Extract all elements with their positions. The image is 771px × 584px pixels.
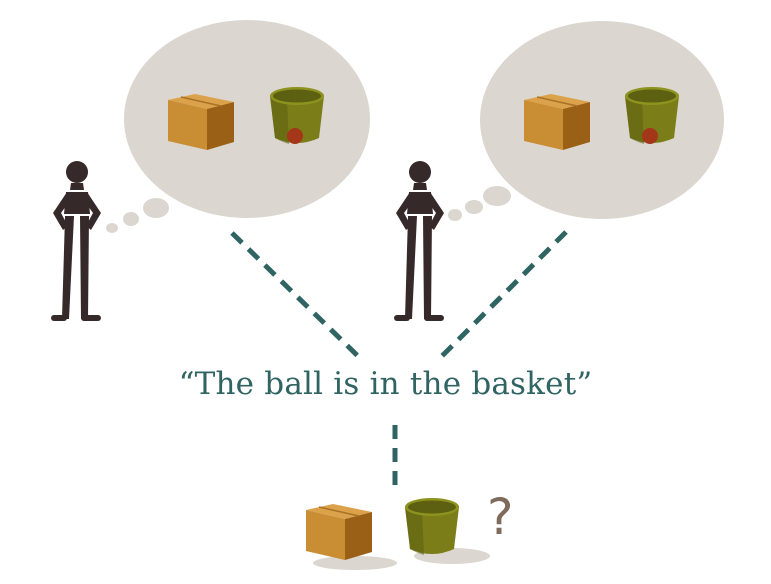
left-bubble-basket-icon — [270, 87, 355, 153]
left-bubble-ball-icon — [287, 128, 303, 144]
left-person-icon — [51, 161, 101, 321]
right-person-icon — [394, 161, 444, 321]
caption-quote: “The ball is in the basket” — [178, 366, 593, 402]
left-thought-bubble-icon — [106, 20, 370, 233]
right-bubble-ball-icon — [642, 128, 658, 144]
question-mark: ? — [487, 488, 514, 546]
bottom-box-icon — [305, 503, 398, 571]
left-connector-line — [230, 231, 364, 362]
right-connector-line — [436, 230, 568, 362]
right-bubble-basket-icon — [625, 87, 710, 153]
bottom-basket-icon — [405, 498, 490, 564]
right-thought-bubble-icon — [448, 21, 724, 221]
